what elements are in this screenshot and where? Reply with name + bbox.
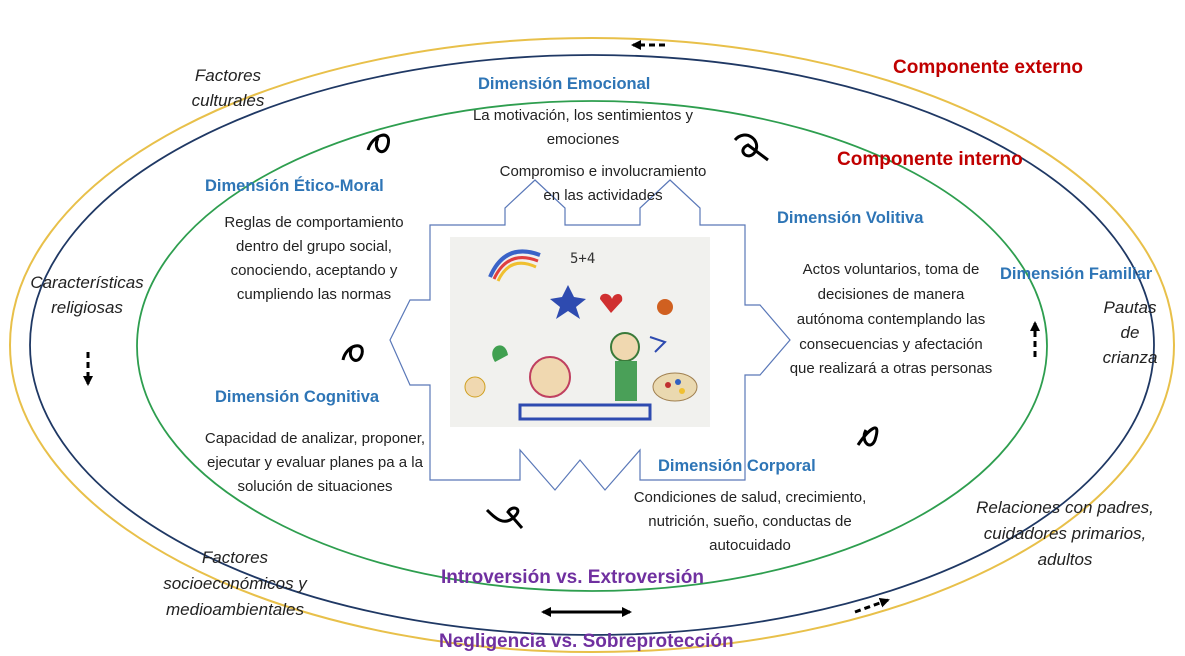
cognitiva-line: ejecutar y evaluar planes pa a la [207, 454, 423, 471]
familiar-line: crianza [1102, 348, 1158, 367]
negligencia-spectrum-label: Negligencia vs. Sobreprotección [439, 631, 734, 652]
cognitiva-line: Capacidad de analizar, proponer, [204, 430, 426, 447]
middle-ellipse [29, 54, 1155, 636]
familiar-line: de [1120, 323, 1140, 342]
emocional-line: La motivación, los sentimientos y [472, 107, 694, 124]
volitiva-line: decisiones de manera [817, 286, 965, 303]
etico-moral-title: Dimensión Ético-Moral [205, 177, 384, 195]
curly-arrow-icon [856, 426, 879, 447]
corporal-line: nutrición, sueño, conductas de [648, 513, 852, 530]
central-cross-outline [389, 179, 791, 491]
volitiva-line: que realizará a otras personas [789, 360, 993, 377]
curly-arrow-icon [366, 133, 390, 154]
emocional-line: Compromiso e involucramiento [499, 163, 707, 180]
factor-religiosas-line: Características [30, 273, 144, 292]
curly-arrow-icon [485, 506, 524, 529]
dashed-arrow-icon [854, 598, 890, 614]
factor-culturales-line: Factores [194, 66, 262, 85]
curly-arrow-icon [341, 344, 364, 362]
factor-religiosas-line: religiosas [51, 298, 123, 317]
curly-arrow-icon [733, 133, 769, 162]
corporal-title: Dimensión Corporal [658, 457, 816, 475]
volitiva-line: autónoma contemplando las [796, 311, 986, 328]
etico-moral-line: cumpliendo las normas [236, 286, 392, 303]
volitiva-line: Actos voluntarios, toma de [802, 261, 980, 278]
corporal-line: autocuidado [709, 537, 791, 554]
etico-moral-line: dentro del grupo social, [236, 238, 392, 255]
drawing-sum-text: 5+4 [570, 251, 595, 267]
factor-culturales-line: culturales [191, 91, 265, 110]
factor-relaciones-line: adultos [1037, 550, 1093, 569]
internal-component-title: Componente interno [837, 149, 1023, 170]
etico-moral-line: Reglas de comportamiento [224, 214, 404, 231]
etico-moral-line: conociendo, aceptando y [230, 262, 398, 279]
outer-ellipse [9, 37, 1175, 653]
volitiva-line: consecuencias y afectación [799, 336, 983, 353]
familiar-line: Pautas [1103, 298, 1157, 317]
external-component-title: Componente externo [893, 57, 1084, 78]
familiar-title: Dimensión Familiar [1000, 265, 1153, 283]
factor-relaciones-line: cuidadores primarios, [983, 524, 1147, 543]
factor-socioeconomicos-line: Factores [201, 548, 269, 567]
inner-ellipse [136, 100, 1048, 592]
volitiva-title: Dimensión Volitiva [777, 209, 924, 227]
cognitiva-title: Dimensión Cognitiva [215, 388, 380, 406]
corporal-line: Condiciones de salud, crecimiento, [633, 489, 867, 506]
childs-drawing: 5+4 [450, 237, 710, 427]
cognitiva-line: solución de situaciones [237, 478, 393, 495]
factor-relaciones-line: Relaciones con padres, [976, 498, 1154, 517]
emocional-title: Dimensión Emocional [478, 75, 651, 93]
emocional-line: en las actividades [543, 187, 663, 204]
factor-socioeconomicos-line: medioambientales [166, 600, 304, 619]
emocional-line: emociones [546, 131, 620, 148]
introversion-spectrum-label: Introversión vs. Extroversión [441, 567, 704, 588]
factor-socioeconomicos-line: socioeconómicos y [163, 574, 307, 593]
